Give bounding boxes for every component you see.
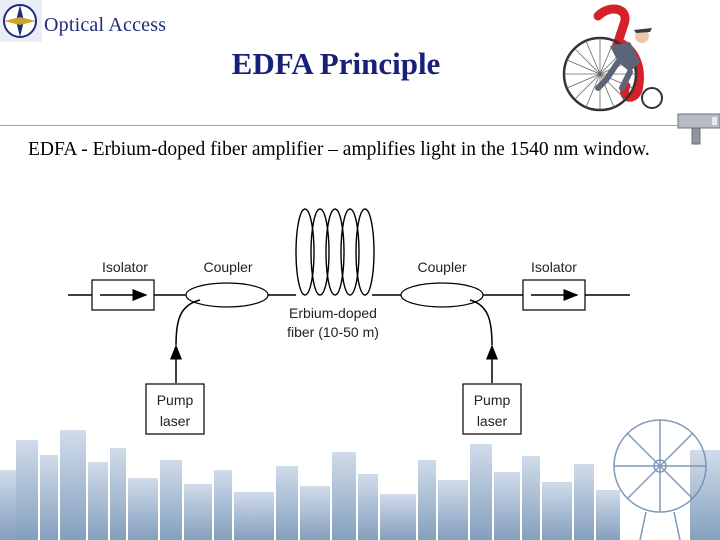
pump-feed-left [175, 299, 201, 346]
pump-right-label-line2: laser [477, 413, 508, 429]
pump-laser-left-box [145, 383, 205, 435]
fiber-label-line2: fiber (10-50 m) [287, 324, 379, 340]
coupler-right [400, 282, 484, 308]
compass-logo-icon [0, 0, 42, 42]
pump-left-label-line2: laser [160, 413, 191, 429]
title-divider [0, 125, 680, 126]
city-skyline-icon [0, 419, 720, 540]
isolator-left [91, 279, 155, 311]
erbium-fiber-coil [295, 208, 375, 296]
slide-title: EDFA Principle [231, 46, 441, 81]
brand-logo: Optical Access [0, 0, 190, 44]
pump-right-label-line1: Pump [474, 392, 511, 408]
brand-name: Optical Access [44, 14, 167, 36]
coupler-left-label: Coupler [203, 259, 252, 275]
coupler-left [185, 282, 269, 308]
fiber-label-line1: Erbium-doped [289, 305, 377, 321]
pump-feed-right [469, 299, 493, 346]
isolator-left-label: Isolator [102, 259, 148, 275]
pump-laser-right-box [462, 383, 522, 435]
cyclist-mascot-icon [562, 4, 663, 112]
isolator-right [522, 279, 586, 311]
corner-device-icon [677, 113, 720, 145]
slide-body-text: EDFA - Erbium-doped fiber amplifier – am… [28, 139, 650, 160]
isolator-right-label: Isolator [531, 259, 577, 275]
coupler-right-label: Coupler [417, 259, 466, 275]
pump-left-label-line1: Pump [157, 392, 194, 408]
